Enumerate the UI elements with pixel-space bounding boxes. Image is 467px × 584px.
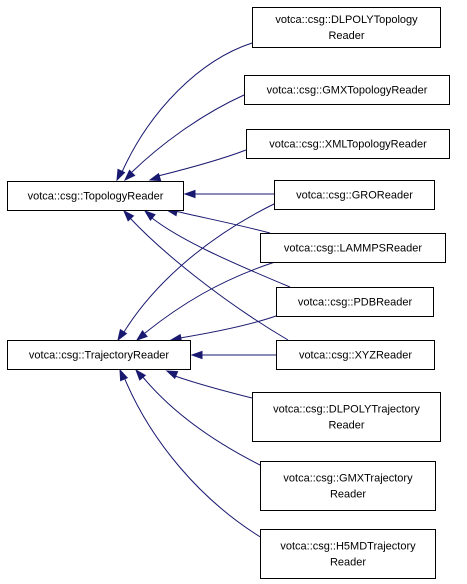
nodes-layer: votca::csg::TopologyReadervotca::csg::Tr… <box>7 7 450 579</box>
node-box <box>260 233 446 263</box>
edge-line <box>121 42 253 173</box>
arrowhead <box>119 368 129 382</box>
arrowhead <box>148 172 162 182</box>
node-label: votca::csg::TopologyReader <box>28 191 164 203</box>
node-gmx-topology-reader[interactable]: votca::csg::GMXTopologyReader <box>244 75 450 105</box>
edge-gro-reader-to-topology-reader <box>183 189 274 199</box>
edge-lammps-reader-to-topology-reader <box>165 207 271 234</box>
node-box <box>274 180 435 210</box>
node-box <box>246 129 450 159</box>
edge-lammps-reader-to-trajectory-reader <box>135 261 276 341</box>
node-lammps-reader[interactable]: votca::csg::LAMMPSReader <box>260 233 446 263</box>
edge-line <box>144 261 276 334</box>
node-box <box>244 75 450 105</box>
node-box <box>252 7 441 48</box>
arrowhead <box>135 330 148 341</box>
edge-pdb-reader-to-topology-reader <box>143 210 291 288</box>
node-box <box>260 529 436 579</box>
node-xyz-reader[interactable]: votca::csg::XYZReader <box>276 340 435 370</box>
node-box <box>7 340 191 370</box>
edge-dlpoly-topology-reader-to-topology-reader <box>116 42 253 182</box>
arrowhead <box>123 169 136 182</box>
edge-line <box>179 315 277 339</box>
edge-line <box>174 375 253 399</box>
node-label: votca::csg::GROReader <box>296 190 413 202</box>
edge-gro-reader-to-trajectory-reader <box>117 202 277 342</box>
arrowhead <box>165 370 179 380</box>
arrowhead <box>122 209 135 222</box>
node-box <box>276 340 435 370</box>
node-label: votca::csg::GMXTrajectory <box>283 473 413 485</box>
edge-line <box>174 210 271 234</box>
edge-line <box>123 376 263 539</box>
arrowhead <box>143 210 156 222</box>
edge-gmx-topology-reader-to-topology-reader <box>123 94 245 182</box>
edge-line <box>151 217 291 288</box>
node-trajectory-reader[interactable]: votca::csg::TrajectoryReader <box>7 340 191 370</box>
node-label: votca::csg::GMXTopologyReader <box>267 85 428 97</box>
edge-line <box>131 94 245 173</box>
node-pdb-reader[interactable]: votca::csg::PDBReader <box>276 287 434 317</box>
edge-pdb-reader-to-trajectory-reader <box>169 315 277 343</box>
node-label: votca::csg::DLPOLYTopology <box>275 14 418 26</box>
node-label: votca::csg::XYZReader <box>299 350 412 362</box>
node-label: Reader <box>330 557 366 569</box>
arrowhead <box>117 328 128 342</box>
arrowhead <box>116 168 126 182</box>
edge-line <box>141 375 263 467</box>
edge-gmx-trajectory-reader-to-trajectory-reader <box>135 368 263 467</box>
node-label: Reader <box>330 489 366 501</box>
node-box <box>260 461 436 511</box>
edge-dlpoly-trajectory-reader-to-trajectory-reader <box>165 370 253 399</box>
node-label: Reader <box>328 420 364 432</box>
node-label: votca::csg::TrajectoryReader <box>29 350 170 362</box>
edge-h5md-trajectory-reader-to-trajectory-reader <box>119 368 263 539</box>
edge-xyz-reader-to-trajectory-reader <box>190 350 276 360</box>
node-box <box>7 181 184 211</box>
node-box <box>276 287 434 317</box>
node-label: votca::csg::DLPOLYTrajectory <box>273 404 420 416</box>
node-label: votca::csg::H5MDTrajectory <box>280 541 416 553</box>
edge-line <box>123 202 277 333</box>
arrowhead <box>135 368 147 381</box>
node-xml-topology-reader[interactable]: votca::csg::XMLTopologyReader <box>246 129 450 159</box>
node-label: Reader <box>328 30 364 42</box>
edge-line <box>129 217 289 341</box>
node-topology-reader[interactable]: votca::csg::TopologyReader <box>7 181 184 211</box>
node-label: votca::csg::XMLTopologyReader <box>269 139 427 151</box>
node-label: votca::csg::PDBReader <box>298 297 413 309</box>
arrowhead <box>183 189 196 199</box>
node-box <box>252 392 441 442</box>
node-gro-reader[interactable]: votca::csg::GROReader <box>274 180 435 210</box>
edge-xml-topology-reader-to-topology-reader <box>148 149 247 182</box>
edge-xyz-reader-to-topology-reader <box>122 209 289 341</box>
node-label: votca::csg::LAMMPSReader <box>284 243 423 255</box>
arrowhead <box>190 350 203 360</box>
edge-line <box>157 149 247 177</box>
